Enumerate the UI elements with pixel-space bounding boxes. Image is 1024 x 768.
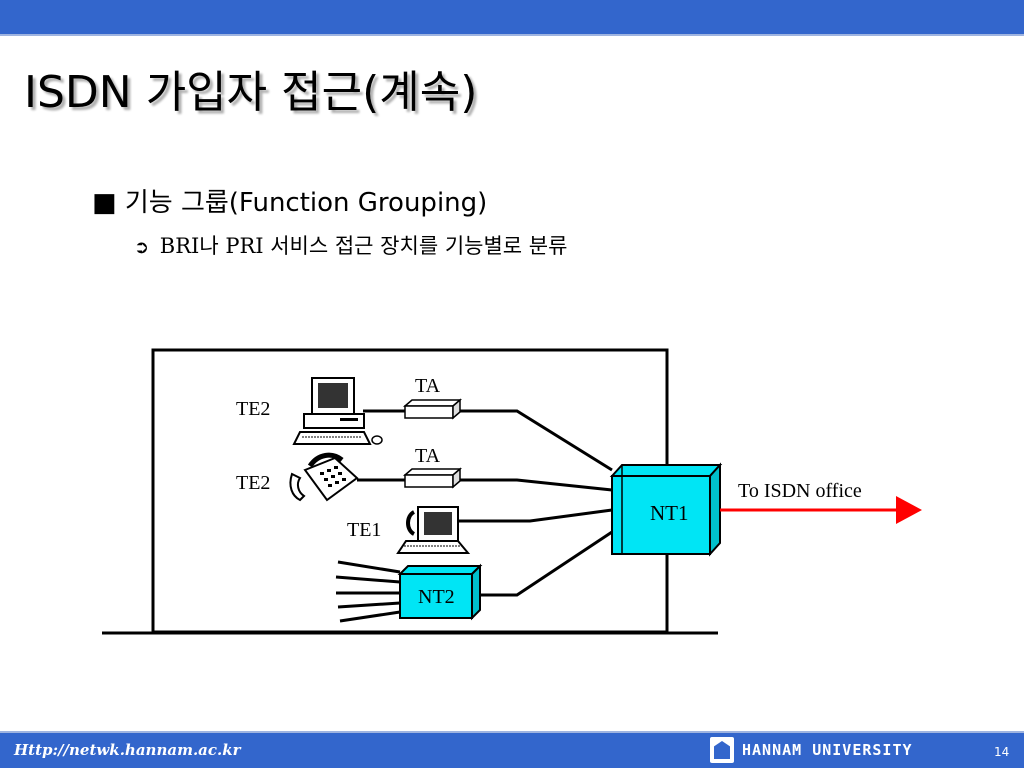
footer-url-link[interactable]: Http://netwk.hannam.ac.kr [14,741,241,759]
computer-icon [292,377,383,445]
nt2-box [397,563,483,621]
isdn-terminal-icon [396,506,471,554]
ta-device-top [402,398,463,420]
page-number: 14 [994,745,1010,759]
bullet-function-grouping: ■ 기능 그룹(Function Grouping) [92,182,487,219]
square-bullet-icon: ■ [92,188,117,218]
top-bar [0,0,1024,34]
ta-device-mid [402,467,463,489]
connection-lines [335,409,613,623]
university-logo-icon [710,737,734,763]
sub-bullet: ➲ BRI나 PRI 서비스 접근 장치를 기능별로 분류 [134,230,567,260]
telephone-icon [289,452,359,502]
label-ta-top: TA [415,375,441,397]
arrow-bullet-icon: ➲ [134,237,150,258]
footer-divider [0,731,1024,733]
isdn-office-arrow [720,496,922,524]
label-te1: TE1 [347,519,381,541]
label-nt2: NT2 [418,586,455,608]
top-divider [0,34,1024,36]
sub-bullet-text: BRI나 PRI 서비스 접근 장치를 기능별로 분류 [159,234,568,258]
slide-title: ISDN 가입자 접근(계속) [24,67,478,118]
footer-university-name: HANNAM UNIVERSITY [742,741,913,759]
label-ta-mid: TA [415,445,441,467]
label-te2-mid: TE2 [236,472,270,494]
label-te2-top: TE2 [236,398,270,420]
label-nt1: NT1 [650,501,689,525]
label-isdn-office: To ISDN office [738,480,862,502]
footer-bar [0,733,1024,768]
bullet-text: 기능 그룹(Function Grouping) [124,188,488,218]
nt1-box [609,462,723,557]
